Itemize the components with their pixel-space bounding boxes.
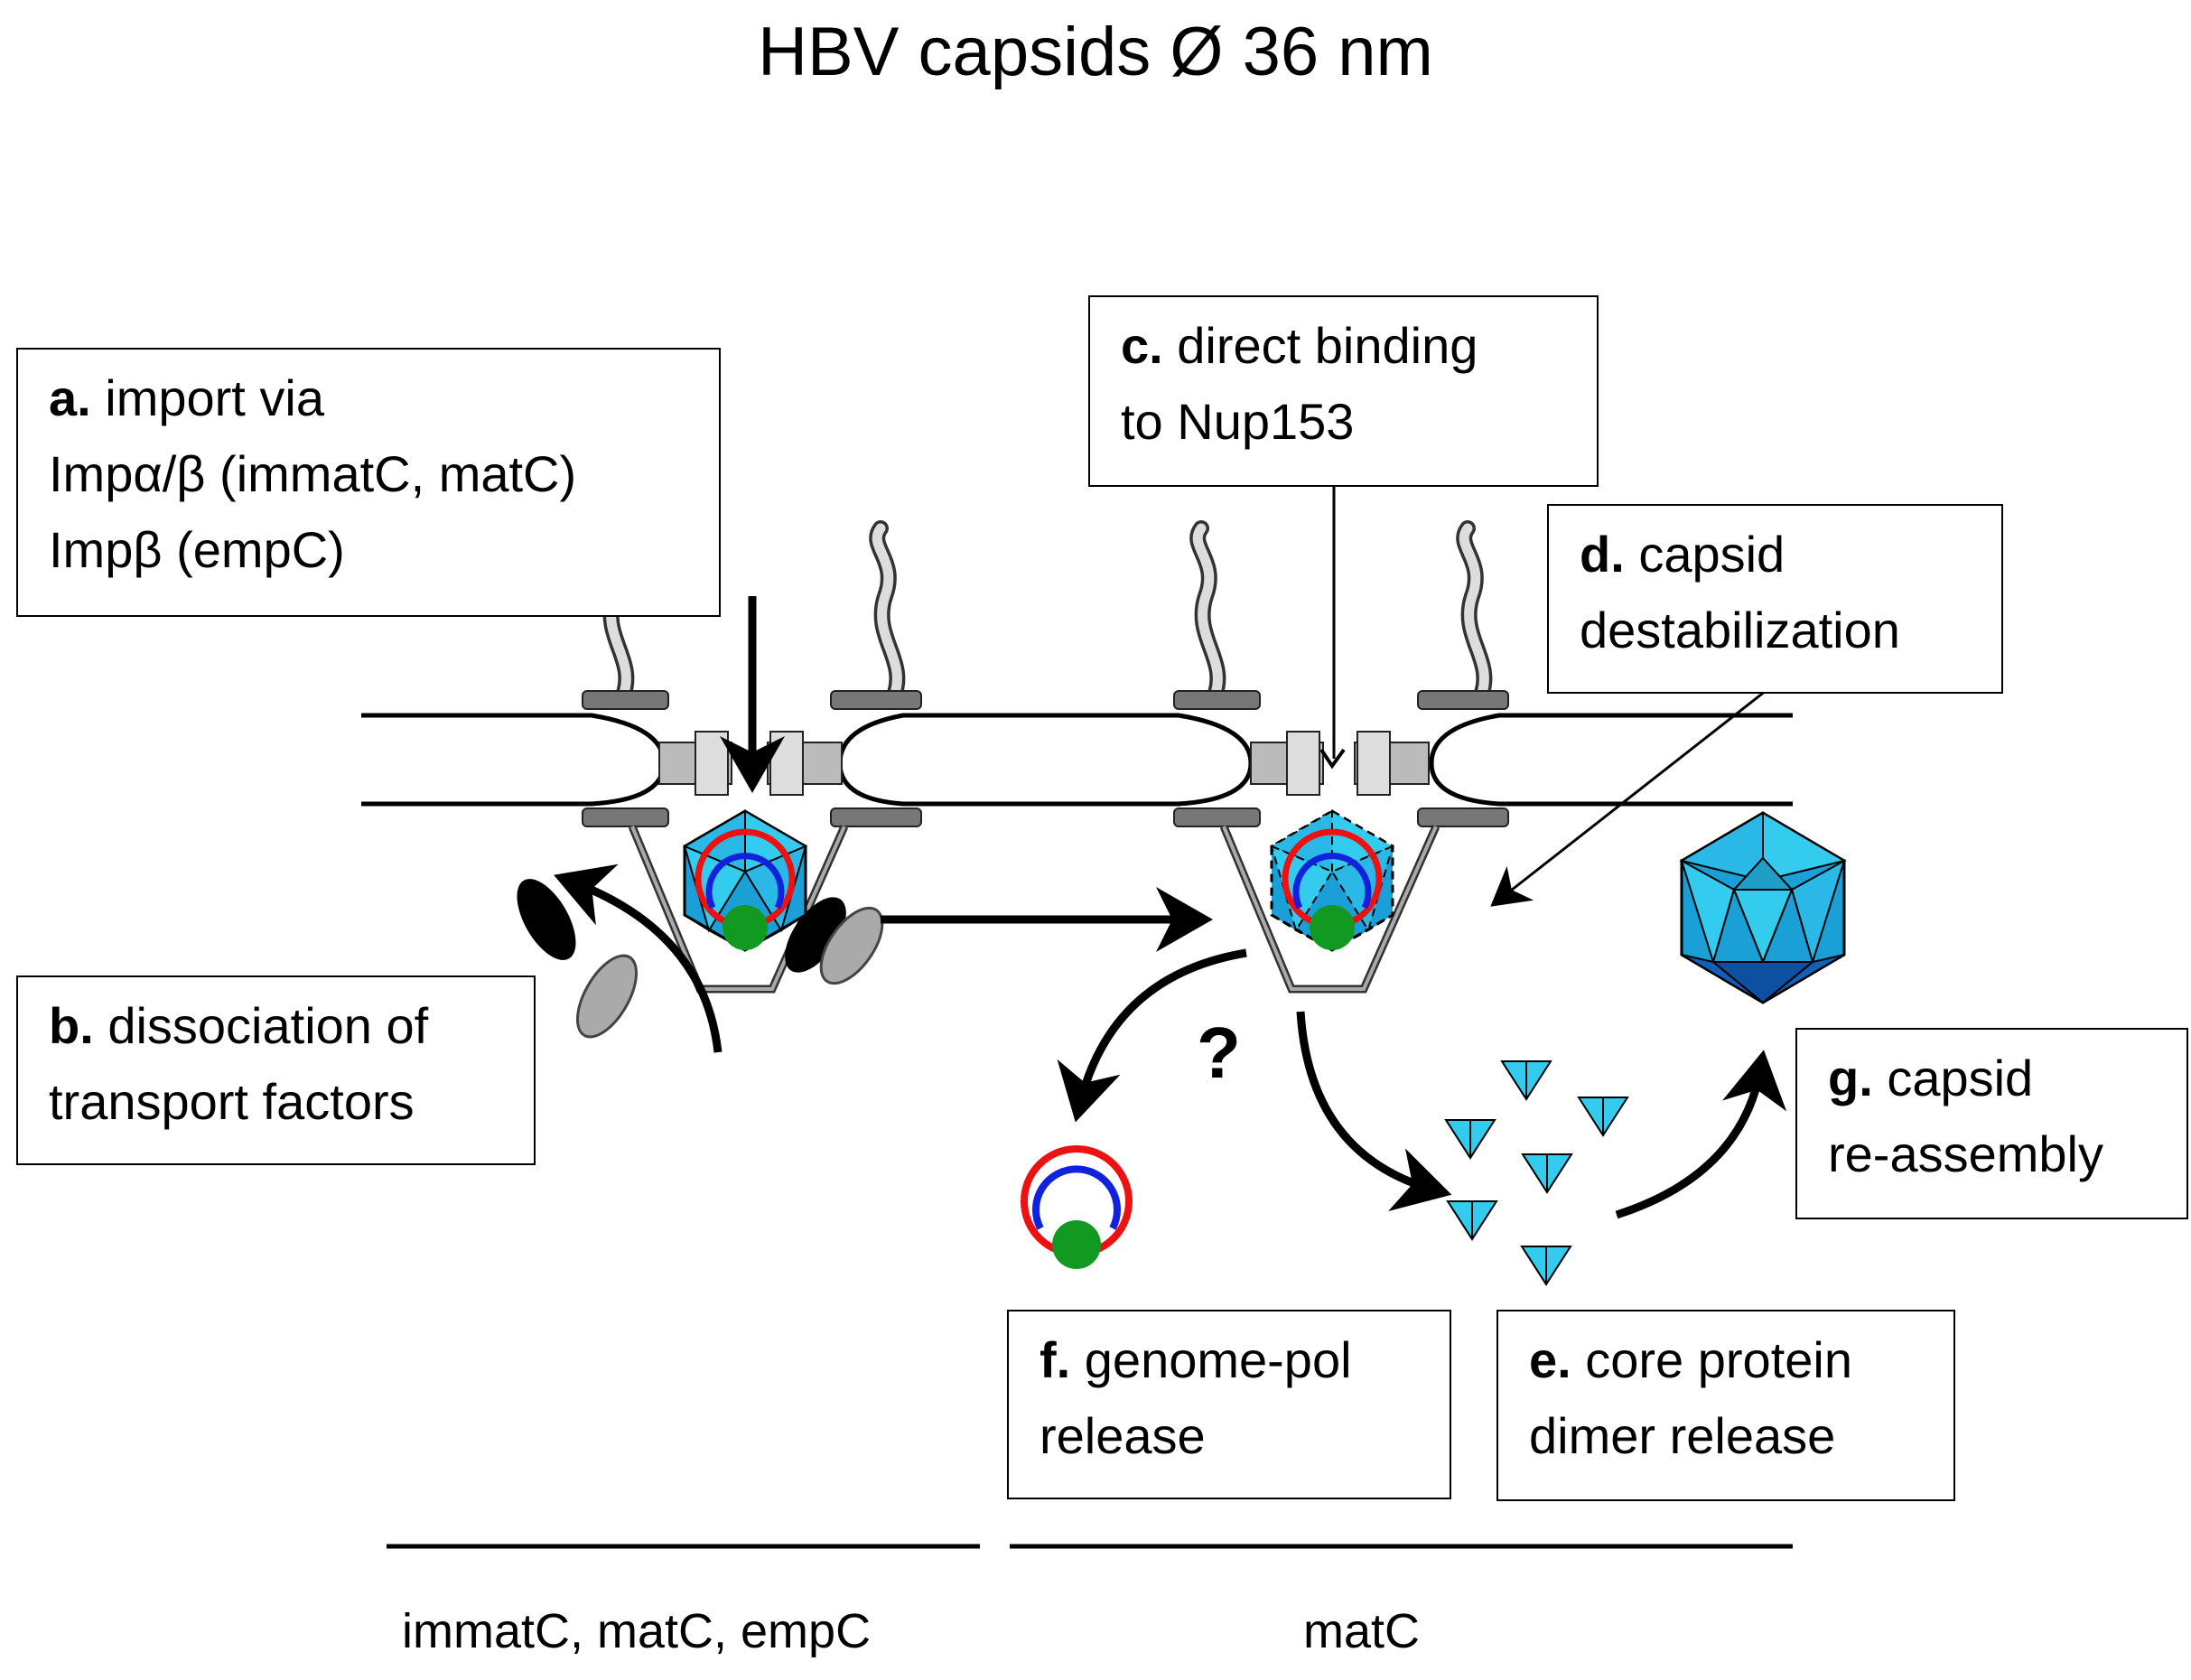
- step-text: destabilization: [1580, 602, 1900, 658]
- arrows: [554, 483, 1787, 1219]
- step-text: direct binding: [1177, 317, 1478, 374]
- step-text: Impα/β (immatC, matC): [49, 445, 577, 502]
- nuclear-pore-right: [1173, 520, 1509, 994]
- footer-label-left: immatC, matC, empC: [402, 1604, 872, 1658]
- dimer-release-arrow: [1296, 1011, 1452, 1211]
- core-dimer: [1520, 1246, 1572, 1286]
- footer-label-right: matC: [1303, 1604, 1421, 1658]
- step-letter: c.: [1121, 317, 1163, 374]
- released-genome-pol: [1021, 1145, 1133, 1269]
- step-text: re-assembly: [1828, 1125, 2103, 1182]
- label-box-reassembly: g. capsid re-assembly: [1795, 1028, 2188, 1219]
- capsid-destabilized: [1269, 809, 1395, 952]
- genome-rc-dna-inner: [1292, 853, 1372, 910]
- envelope-middle-segment: [837, 713, 1254, 807]
- polymerase-dot: [1310, 905, 1355, 950]
- step-letter: f.: [1040, 1331, 1071, 1388]
- step-text: capsid: [1887, 1050, 2034, 1106]
- step-text: core protein: [1585, 1331, 1852, 1388]
- core-dimer: [1521, 1153, 1573, 1194]
- core-protein-dimers: [1444, 1060, 1629, 1286]
- label-box-import: a. import via Impα/β (immatC, matC) Impβ…: [16, 348, 721, 617]
- label-box-dimer-release: e. core protein dimer release: [1496, 1310, 1955, 1501]
- label-box-destabilization: d. capsid destabilization: [1547, 504, 2003, 694]
- step-text: genome-pol: [1084, 1331, 1352, 1388]
- nuclear-ring: [1173, 807, 1261, 827]
- question-mark: ?: [1197, 1013, 1241, 1093]
- diagram-title: HBV capsids Ø 36 nm: [758, 14, 1433, 90]
- cytoplasmic-ring: [1173, 690, 1261, 710]
- step-text: dimer release: [1529, 1407, 1836, 1464]
- envelope-left-segment: [361, 713, 667, 807]
- dissociation-arrow: [554, 863, 723, 1053]
- core-dimer: [1444, 1119, 1496, 1160]
- capsid-importing: [682, 809, 808, 952]
- step-text: Impβ (empC): [49, 521, 345, 578]
- transport-factors: [517, 879, 884, 1039]
- core-dimer: [1446, 1200, 1498, 1241]
- reassembly-arrow: [1615, 1050, 1787, 1219]
- step-letter: g.: [1828, 1050, 1873, 1106]
- envelope-right-segment: [1429, 713, 1793, 807]
- step-text: capsid: [1638, 526, 1785, 583]
- cytoplasmic-ring: [830, 690, 922, 710]
- label-box-nup153-binding: c. direct binding to Nup153: [1088, 295, 1599, 487]
- step-letter: b.: [49, 997, 94, 1054]
- core-dimer: [1500, 1060, 1552, 1101]
- genome-release-arrow: [1057, 948, 1247, 1123]
- importin-beta-bound: [819, 906, 884, 985]
- destabilization-pointer-arrow: [1490, 689, 1767, 907]
- genome-rc-dna-inner: [705, 853, 785, 910]
- step-text: to Nup153: [1121, 393, 1355, 450]
- importin-alpha-bound: [785, 897, 846, 973]
- step-text: import via: [105, 369, 324, 426]
- capsid-reassembled: [1679, 811, 1847, 1004]
- nuclear-ring: [830, 807, 922, 827]
- step-text: transport factors: [49, 1073, 415, 1130]
- step-letter: a.: [49, 369, 91, 426]
- nuclear-envelope: [361, 713, 1793, 807]
- step-letter: d.: [1580, 526, 1625, 583]
- label-box-dissociation: b. dissociation of transport factors: [16, 975, 536, 1165]
- nuclear-pore-left: [582, 520, 922, 994]
- importin-beta-dissociated: [575, 954, 639, 1039]
- nuclear-ring: [582, 807, 669, 827]
- nuclear-ring: [1417, 807, 1509, 827]
- core-dimer: [1577, 1097, 1629, 1137]
- step-text: dissociation of: [107, 997, 429, 1054]
- cytoplasmic-ring: [1417, 690, 1509, 710]
- step-letter: e.: [1529, 1331, 1571, 1388]
- importin-alpha-dissociated: [517, 879, 576, 960]
- polymerase-dot: [723, 905, 768, 950]
- label-box-genome-release: f. genome-pol release: [1007, 1310, 1451, 1499]
- step-text: release: [1040, 1407, 1206, 1464]
- cytoplasmic-ring: [582, 690, 669, 710]
